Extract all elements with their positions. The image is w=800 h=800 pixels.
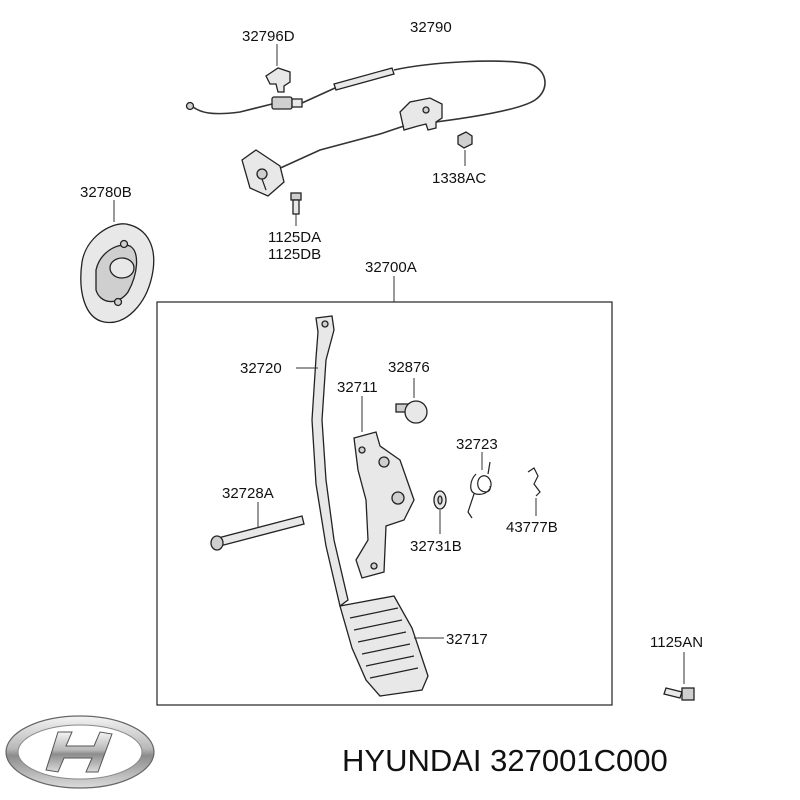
label-32723: 32723 xyxy=(456,436,498,453)
spring-32723 xyxy=(467,461,492,519)
nut-1338AC xyxy=(457,131,473,149)
label-32711: 32711 xyxy=(337,379,378,396)
cover-32780B xyxy=(80,223,155,324)
pedal-arm-32720 xyxy=(311,315,349,608)
label-32796D: 32796D xyxy=(242,28,295,45)
stopper-32876 xyxy=(395,400,428,424)
bolt-1125AN xyxy=(663,687,695,701)
label-1125DA: 1125DA xyxy=(268,229,321,246)
bolt-1125DA xyxy=(290,192,302,215)
label-32720: 32720 xyxy=(240,360,282,377)
pin-32728A xyxy=(210,515,305,551)
pedal-pad-32717 xyxy=(339,595,429,697)
label-32790: 32790 xyxy=(410,19,452,36)
clip-43777B xyxy=(527,467,541,497)
bracket-32711 xyxy=(353,431,415,579)
hyundai-logo-icon xyxy=(5,715,155,789)
label-32731B: 32731B xyxy=(410,538,462,555)
label-1125DB: 1125DB xyxy=(268,246,321,263)
label-32728A: 32728A xyxy=(222,485,274,502)
washer-32731B xyxy=(433,490,447,510)
label-32780B: 32780B xyxy=(80,184,132,201)
accelerator-cable xyxy=(185,60,546,197)
label-32876: 32876 xyxy=(388,359,430,376)
label-43777B: 43777B xyxy=(506,519,558,536)
label-1338AC: 1338AC xyxy=(432,170,486,187)
label-32700A: 32700A xyxy=(365,259,417,276)
footer-caption: HYUNDAI 327001C000 xyxy=(342,743,668,778)
assembly-frame xyxy=(156,301,613,706)
clip-32796D xyxy=(265,67,291,93)
label-1125AN: 1125AN xyxy=(650,634,703,651)
label-32717: 32717 xyxy=(446,631,488,648)
